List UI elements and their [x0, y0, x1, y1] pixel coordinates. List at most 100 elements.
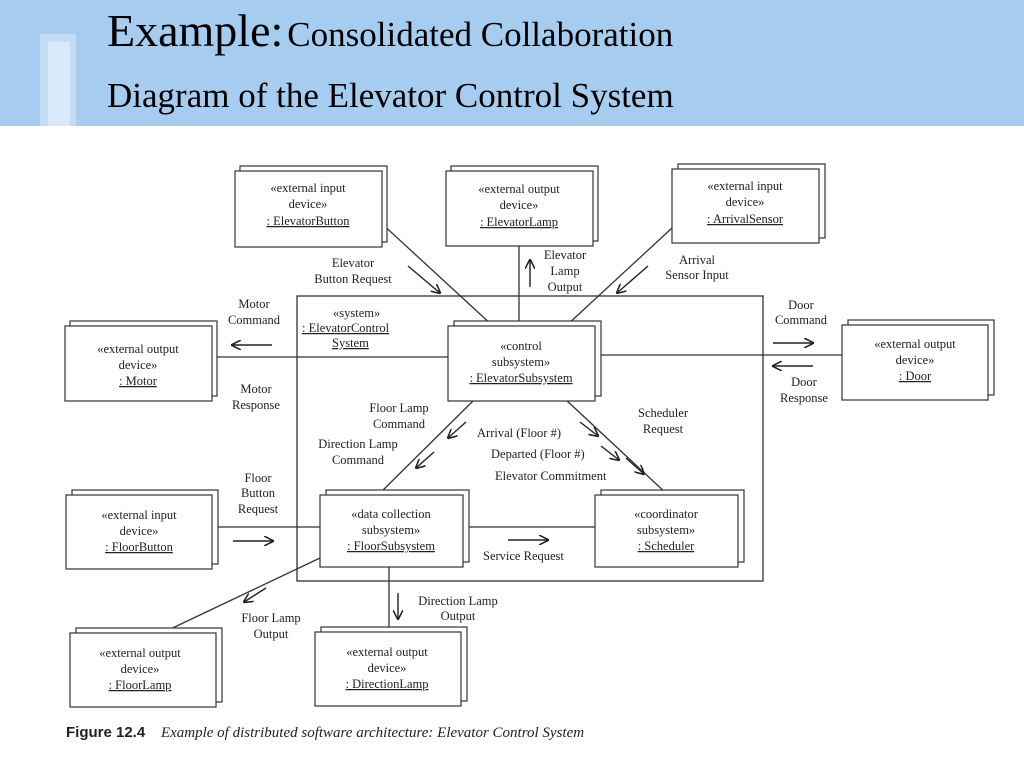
msg-arrival-sensor-input-2: Sensor Input	[665, 268, 729, 282]
msg-motor-command-2: Command	[228, 313, 281, 327]
box-elevator-button-line2: device»	[289, 197, 328, 211]
box-floor-lamp-line2: device»	[121, 662, 160, 676]
msg-departed: Departed (Floor #)	[491, 447, 585, 461]
msg-elevator-lamp-output-1: Elevator	[544, 248, 587, 262]
box-motor-name: : Motor	[119, 374, 158, 388]
title-rest: Consolidated Collaboration	[287, 15, 674, 54]
arrow-scheduler-request	[625, 457, 644, 474]
msg-floor-lamp-output-2: Output	[254, 627, 289, 641]
message-labels: Elevator Button Request Elevator Lamp Ou…	[228, 248, 828, 641]
box-elevator-button-line1: «external input	[270, 181, 346, 195]
box-coordinator-subsystem: «coordinator subsystem» : Scheduler	[594, 489, 745, 568]
box-floor-lamp: «external output device» : FloorLamp	[69, 627, 223, 708]
msg-direction-lamp-command-2: Command	[332, 453, 385, 467]
msg-elevator-commitment: Elevator Commitment	[495, 469, 607, 483]
msg-door-command-1: Door	[788, 298, 815, 312]
box-data-collection-subsystem: «data collection subsystem» : FloorSubsy…	[319, 489, 470, 568]
msg-floor-lamp-command-2: Command	[373, 417, 426, 431]
box-floor-button: «external input device» : FloorButton	[65, 489, 219, 570]
box-floor-button-line1: «external input	[101, 508, 177, 522]
box-motor: «external output device» : Motor	[64, 320, 218, 402]
box-control-line1: «control	[500, 339, 542, 353]
msg-floor-button-request-3: Request	[238, 502, 279, 516]
msg-direction-lamp-command-1: Direction Lamp	[318, 437, 398, 451]
box-elevator-lamp: «external output device» : ElevatorLamp	[445, 165, 599, 247]
box-elevator-lamp-line2: device»	[500, 198, 539, 212]
box-control-name: : ElevatorSubsystem	[469, 371, 572, 385]
msg-service-request: Service Request	[483, 549, 564, 563]
arrow-floor-lamp-command	[448, 421, 467, 438]
msg-door-command-2: Command	[775, 313, 828, 327]
link-control-scheduler	[564, 398, 669, 496]
box-door: «external output device» : Door	[841, 319, 995, 401]
msg-elevator-lamp-output-2: Lamp	[550, 264, 579, 278]
msg-door-response-2: Response	[780, 391, 828, 405]
msg-motor-response-1: Motor	[240, 382, 272, 396]
decorative-bar-inner	[48, 42, 70, 126]
msg-floor-lamp-command-1: Floor Lamp	[369, 401, 428, 415]
decorative-bar	[40, 34, 76, 126]
box-door-name: : Door	[899, 369, 932, 383]
link-floorsubsystem-floorlamp	[161, 557, 321, 634]
box-coordinator-name: : Scheduler	[638, 539, 695, 553]
system-boundary	[296, 295, 764, 582]
title-banner	[0, 0, 1024, 126]
box-elevator-button-name: : ElevatorButton	[267, 214, 351, 228]
msg-elevator-button-request-2: Button Request	[314, 272, 392, 286]
box-motor-line2: device»	[119, 358, 158, 372]
msg-floor-button-request-2: Button	[241, 486, 276, 500]
msg-arrival-sensor-input-1: Arrival	[679, 253, 716, 267]
msg-floor-lamp-output-1: Floor Lamp	[241, 611, 300, 625]
box-direction-lamp: «external output device» : DirectionLamp	[314, 626, 468, 707]
box-door-line1: «external output	[874, 337, 956, 351]
title-lead: Example:	[107, 5, 284, 56]
msg-motor-command-1: Motor	[238, 297, 270, 311]
box-coordinator-line1: «coordinator	[634, 507, 699, 521]
caption-label: Figure 12.4	[66, 724, 146, 741]
box-motor-line1: «external output	[97, 342, 179, 356]
system-name-line1: : ElevatorControl	[302, 321, 390, 335]
box-arrival-sensor: «external input device» : ArrivalSensor	[671, 163, 826, 244]
msg-direction-lamp-output-2: Output	[441, 609, 476, 623]
arrow-elevator-button-request	[407, 265, 440, 293]
box-floor-lamp-name: : FloorLamp	[109, 678, 172, 692]
msg-elevator-lamp-output-3: Output	[548, 280, 583, 294]
connectors	[161, 221, 842, 634]
msg-door-response-1: Door	[791, 375, 818, 389]
box-control-subsystem: «control subsystem» : ElevatorSubsystem	[447, 320, 602, 402]
msg-scheduler-request-2: Request	[643, 422, 684, 436]
box-elevator-lamp-line1: «external output	[478, 182, 560, 196]
box-door-line2: device»	[896, 353, 935, 367]
box-floor-lamp-line1: «external output	[99, 646, 181, 660]
caption-text: Example of distributed software architec…	[160, 725, 585, 741]
title-line2: Diagram of the Elevator Control System	[107, 76, 674, 115]
box-data-collection-line1: «data collection	[351, 507, 431, 521]
box-elevator-lamp-name: : ElevatorLamp	[480, 215, 558, 229]
arrow-departed	[600, 445, 619, 460]
msg-direction-lamp-output-1: Direction Lamp	[418, 594, 498, 608]
box-direction-lamp-name: : DirectionLamp	[346, 677, 429, 691]
box-data-collection-line2: subsystem»	[362, 523, 420, 537]
link-elevatorbutton-control	[379, 221, 494, 327]
link-arrivalsensor-control	[565, 227, 673, 327]
msg-elevator-button-request-1: Elevator	[332, 256, 375, 270]
arrow-direction-lamp-command	[416, 451, 435, 468]
box-arrival-sensor-line2: device»	[726, 195, 765, 209]
box-direction-lamp-line2: device»	[368, 661, 407, 675]
msg-floor-button-request-1: Floor	[244, 471, 272, 485]
box-arrival-sensor-line1: «external input	[707, 179, 783, 193]
box-direction-lamp-line1: «external output	[346, 645, 428, 659]
system-name-line2: System	[332, 336, 369, 350]
box-arrival-sensor-name: : ArrivalSensor	[707, 212, 784, 226]
msg-motor-response-2: Response	[232, 398, 280, 412]
box-floor-button-line2: device»	[120, 524, 159, 538]
slide-title: Example: Consolidated Collaboration	[107, 8, 673, 54]
arrow-arrival	[579, 421, 598, 436]
message-arrows	[232, 260, 813, 619]
box-data-collection-name: : FloorSubsystem	[347, 539, 435, 553]
box-elevator-button: «external input device» : ElevatorButton	[234, 165, 388, 248]
box-control-line2: subsystem»	[492, 355, 550, 369]
figure-caption: Figure 12.4 Example of distributed softw…	[66, 724, 584, 742]
link-control-floorsubsystem	[377, 398, 476, 496]
